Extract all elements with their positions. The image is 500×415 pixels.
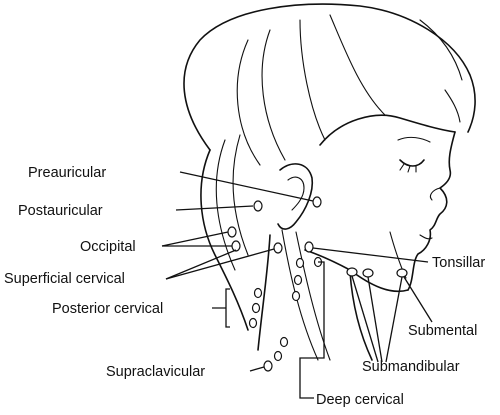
hair-outline bbox=[183, 3, 476, 151]
label-superficial-cervical: Superficial cervical bbox=[4, 271, 125, 287]
head-illustration bbox=[183, 3, 476, 361]
node-deep-cervical-1 bbox=[295, 257, 305, 269]
bracket-posterior-cervical bbox=[212, 288, 230, 328]
leader-supraclavicular bbox=[249, 366, 265, 372]
label-preauricular: Preauricular bbox=[28, 165, 106, 181]
label-supraclavicular: Supraclavicular bbox=[106, 364, 205, 380]
node-deep-cervical-3 bbox=[293, 274, 303, 286]
label-submental: Submental bbox=[408, 323, 477, 339]
label-tonsillar: Tonsillar bbox=[432, 255, 485, 271]
leader-lines bbox=[161, 171, 433, 399]
leader-superficial-a bbox=[165, 249, 237, 280]
node-deep-cervical-5 bbox=[279, 336, 289, 348]
leader-submandibular-c bbox=[385, 276, 403, 363]
node-deep-cervical-6 bbox=[273, 350, 283, 362]
bracket-deep-cervical bbox=[299, 261, 325, 399]
labels: Preauricular Postauricular Occipital Sup… bbox=[4, 165, 485, 408]
node-supraclavicular bbox=[263, 360, 273, 372]
leader-submandibular-b bbox=[367, 276, 383, 363]
face-profile bbox=[407, 131, 456, 291]
neck-front bbox=[349, 271, 373, 361]
node-postauricular bbox=[253, 200, 263, 212]
eye bbox=[399, 159, 425, 167]
node-posterior-cervical-1 bbox=[253, 287, 263, 299]
node-preauricular bbox=[312, 196, 322, 208]
leader-preauricular bbox=[179, 171, 314, 202]
node-posterior-cervical-3 bbox=[248, 317, 258, 329]
label-postauricular: Postauricular bbox=[18, 203, 103, 219]
leader-submental bbox=[403, 276, 433, 323]
node-submandibular-1 bbox=[346, 267, 358, 277]
label-occipital: Occipital bbox=[80, 239, 136, 255]
neck-back bbox=[257, 234, 271, 351]
node-posterior-cervical-2 bbox=[251, 302, 261, 314]
hair-back bbox=[200, 149, 249, 331]
node-submandibular-2 bbox=[362, 268, 374, 278]
label-posterior-cervical: Posterior cervical bbox=[52, 301, 163, 317]
ear bbox=[277, 163, 314, 230]
label-submandibular: Submandibular bbox=[362, 359, 460, 375]
node-occipital-2 bbox=[231, 240, 241, 252]
node-submental bbox=[396, 268, 408, 278]
leader-postauricular bbox=[175, 205, 254, 211]
leader-occipital-a bbox=[161, 231, 229, 247]
label-deep-cervical: Deep cervical bbox=[316, 392, 404, 408]
node-occipital-1 bbox=[227, 226, 237, 238]
node-superficial-cervical bbox=[273, 242, 283, 254]
node-deep-cervical-4 bbox=[291, 290, 301, 302]
node-tonsillar bbox=[304, 241, 314, 253]
leader-submandibular-a bbox=[351, 275, 379, 363]
leader-superficial-b bbox=[165, 248, 275, 280]
lymph-nodes bbox=[227, 196, 408, 372]
leader-tonsillar bbox=[312, 247, 429, 263]
